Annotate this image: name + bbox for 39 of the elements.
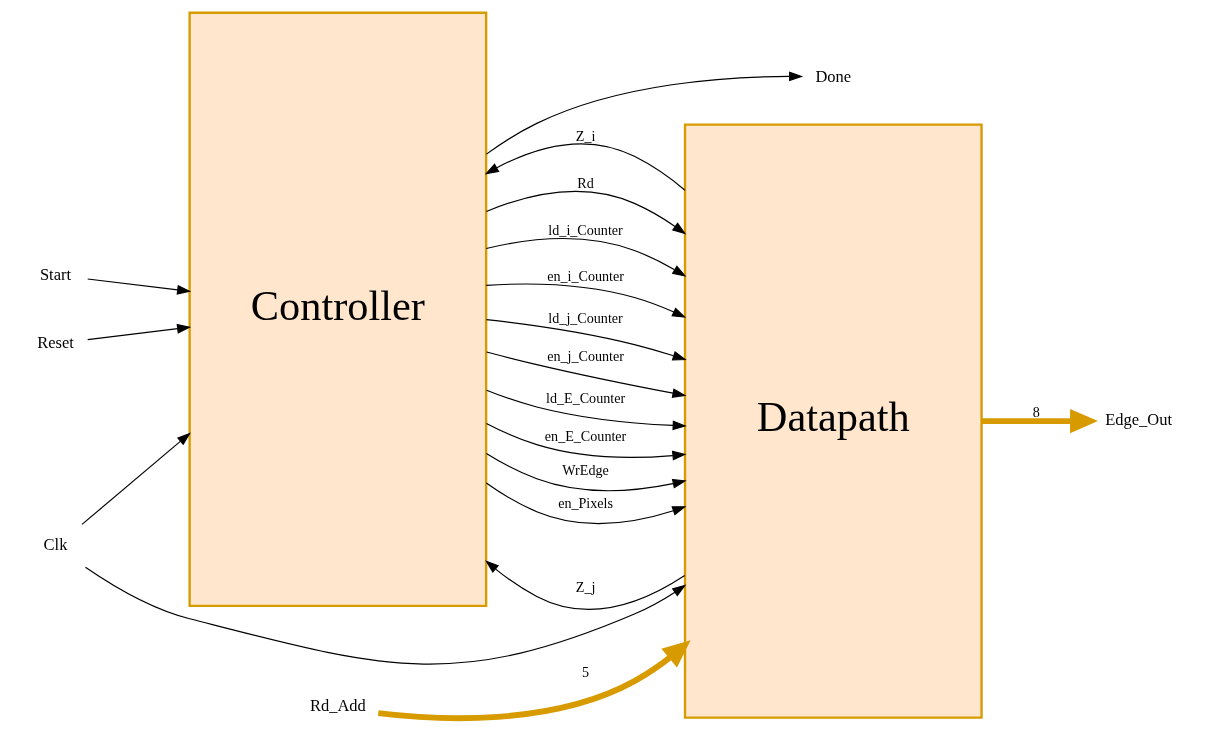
arrow [485,238,687,277]
edge-label: en_j_Counter [547,347,624,364]
edge-label: Z_j [575,579,596,596]
node-box: Datapath [683,123,983,719]
arrow [485,283,687,318]
edge-label: Z_i [575,127,596,144]
arrow [87,323,192,341]
edge-label: ld_E_Counter [546,389,626,406]
edge-label: 8 [1032,404,1040,421]
edge-label: WrEdge [562,461,609,478]
arrow [486,389,687,431]
node-text: Done [815,66,852,86]
node-text: Reset [37,332,74,352]
node-text: Clk [43,535,68,555]
edge-label: ld_j_Counter [548,309,623,326]
edge-label: en_i_Counter [547,267,624,284]
arrow [486,351,687,398]
arrow [485,560,686,610]
arrow [981,408,1098,434]
edge-label: en_E_Counter [544,427,627,444]
edge-label: 5 [582,664,590,681]
arrow [485,422,687,461]
arrow [377,640,691,722]
arrow [485,482,687,525]
arrow [485,71,804,155]
arrow [485,452,687,492]
arrow [484,143,686,191]
edge-label: ld_i_Counter [548,221,623,238]
arrow [81,432,191,525]
arrow [485,319,687,361]
node-text: Rd_Add [309,696,366,716]
node-box: Controller [188,11,488,607]
arrow [485,190,687,235]
edge-label: en_Pixels [558,494,614,511]
arrow [87,278,192,295]
edge-label: Rd [577,174,594,191]
arrow [84,566,687,665]
node-text: Edge_Out [1105,410,1173,430]
node-text: Start [39,264,72,284]
